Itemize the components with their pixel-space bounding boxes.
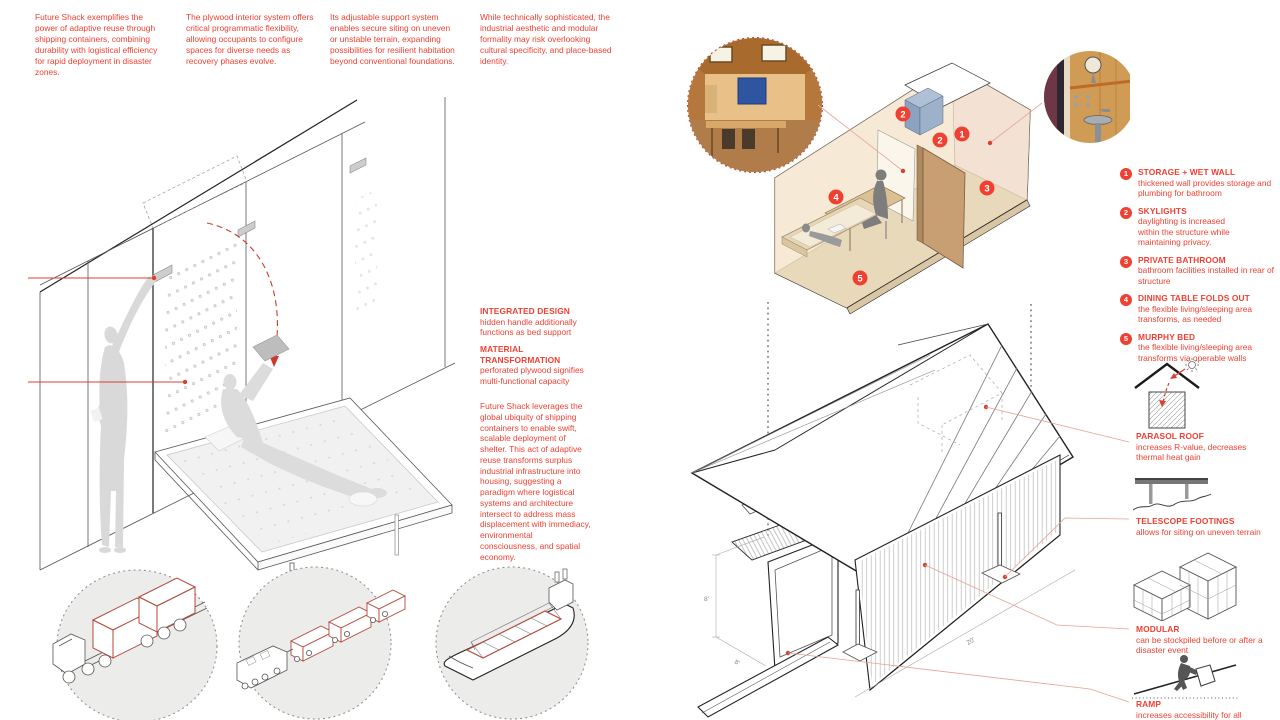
perforated-plywood-field	[165, 231, 237, 436]
train-icon	[236, 566, 407, 720]
feature-list: 1 STORAGE + WET WALL thickened wall prov…	[1120, 167, 1280, 370]
feature-item-storage-wet-wall: 1 STORAGE + WET WALL thickened wall prov…	[1120, 167, 1280, 199]
telescope-footings-icon	[1133, 478, 1212, 511]
modular-icon	[1132, 552, 1238, 621]
svg-text:5: 5	[857, 274, 863, 285]
murphy-bed-axon-drawing	[28, 97, 456, 595]
callout-integrated-design: INTEGRATED DESIGN hidden handle addition…	[480, 306, 577, 337]
parasol-roof-icon	[1134, 358, 1200, 429]
container-body	[842, 454, 1061, 692]
parasol-roof	[690, 323, 1074, 579]
feature-number-badge: 4	[1120, 294, 1132, 306]
side-feature-telescope-footings: TELESCOPE FOOTINGS allows for siting on …	[1136, 516, 1261, 537]
svg-text:2: 2	[937, 136, 942, 147]
sun-icon	[1185, 358, 1199, 372]
side-feature-parasol-roof: PARASOL ROOF increases R-value, decrease…	[1136, 431, 1247, 462]
side-feature-modular: MODULAR can be stockpiled before or afte…	[1136, 624, 1263, 655]
telescope-footing-pad	[842, 643, 878, 662]
feature-item-murphy-bed: 5 MURPHY BED the flexible living/sleepin…	[1120, 332, 1280, 364]
open-panel-dashed-outline	[142, 155, 248, 229]
truck-icon	[52, 569, 218, 720]
sitting-figure	[862, 169, 888, 239]
dimension-lines	[712, 536, 1076, 698]
feature-item-dining-table: 4 DINING TABLE FOLDS OUT the flexible li…	[1120, 293, 1280, 325]
dimension-label-length: 20'	[966, 636, 977, 646]
wet-wall-panel	[922, 147, 966, 269]
building-leader-lines	[785, 404, 1130, 703]
ramp	[697, 636, 839, 718]
intro-column-2: The plywood interior system offers criti…	[186, 12, 314, 67]
dimension-label-height: 8'	[704, 596, 709, 603]
telescope-footing-pad	[981, 564, 1021, 584]
hidden-structure-dashes	[909, 354, 1003, 453]
bathroom-photo	[1044, 51, 1130, 143]
feature-item-skylights: 2 SKYLIGHTS daylighting is increased wit…	[1120, 206, 1280, 248]
skylight-box	[904, 87, 944, 136]
intro-column-4: While technically sophisticated, the ind…	[480, 12, 612, 67]
feature-item-private-bathroom: 3 PRIVATE BATHROOM bathroom facilities i…	[1120, 255, 1280, 287]
transport-diagram	[52, 566, 589, 720]
callout-material-transformation: MATERIAL TRANSFORMATION perforated plywo…	[480, 344, 584, 386]
dimension-label-depth: 8'	[733, 659, 741, 667]
svg-text:3: 3	[984, 184, 989, 195]
feature-number-badge: 1	[1120, 168, 1132, 180]
feature-number-badge: 5	[1120, 332, 1132, 345]
feature-number-badge: 2	[1120, 206, 1132, 219]
pillow	[348, 491, 378, 507]
container-block-outline	[465, 610, 563, 659]
reclining-figure	[204, 334, 387, 507]
feature-number-badge: 3	[1120, 255, 1132, 268]
side-feature-ramp: RAMP increases accessibility for all	[1136, 699, 1242, 720]
intro-column-1: Future Shack exemplifies the power of ad…	[35, 12, 158, 78]
person-pushing-figure	[1174, 655, 1198, 691]
future-shack-drawings: 2 1 2 3 4 5	[687, 37, 1130, 718]
axon-badges: 2 1 2 3 4 5	[828, 106, 995, 286]
svg-text:2: 2	[900, 110, 905, 121]
intro-column-3: Its adjustable support system enables se…	[330, 12, 455, 67]
interior-photo	[687, 37, 823, 173]
standing-figure	[90, 276, 156, 553]
ship-icon	[435, 566, 589, 720]
ramp-icon	[1132, 655, 1238, 699]
perforated-plywood-field-right	[355, 189, 377, 314]
building-axon: 8' 8' 20'	[690, 323, 1130, 718]
interior-cutaway-axon: 2 1 2 3 4 5	[774, 62, 1043, 315]
svg-text:1: 1	[959, 130, 965, 141]
essay-paragraph: Future Shack leverages the global ubiqui…	[480, 401, 591, 562]
book	[252, 334, 290, 362]
svg-text:4: 4	[833, 193, 839, 204]
